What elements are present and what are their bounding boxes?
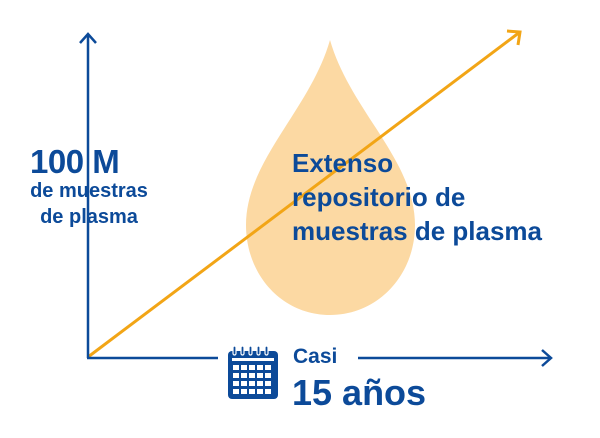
- growth-line: [87, 29, 522, 359]
- plasma-drop-shape: [246, 40, 415, 315]
- x-axis-prefix: Casi: [293, 345, 338, 368]
- y-axis-label-line2: de plasma: [40, 206, 138, 228]
- y-axis-value: 100 M: [30, 143, 120, 180]
- x-axis-value: 15 años: [292, 372, 427, 413]
- drop-caption-line1: Extenso: [292, 148, 394, 178]
- drop-caption-line2: repositorio de: [292, 182, 466, 212]
- x-axis: [87, 349, 553, 367]
- y-axis: [79, 32, 97, 358]
- y-axis-label-line1: de muestras: [30, 180, 148, 202]
- y-axis-label: de muestras de plasma: [14, 178, 164, 230]
- drop-caption: Extenso repositorio de muestras de plasm…: [292, 146, 542, 248]
- drop-caption-line3: muestras de plasma: [292, 216, 543, 246]
- calendar-icon: [228, 345, 278, 399]
